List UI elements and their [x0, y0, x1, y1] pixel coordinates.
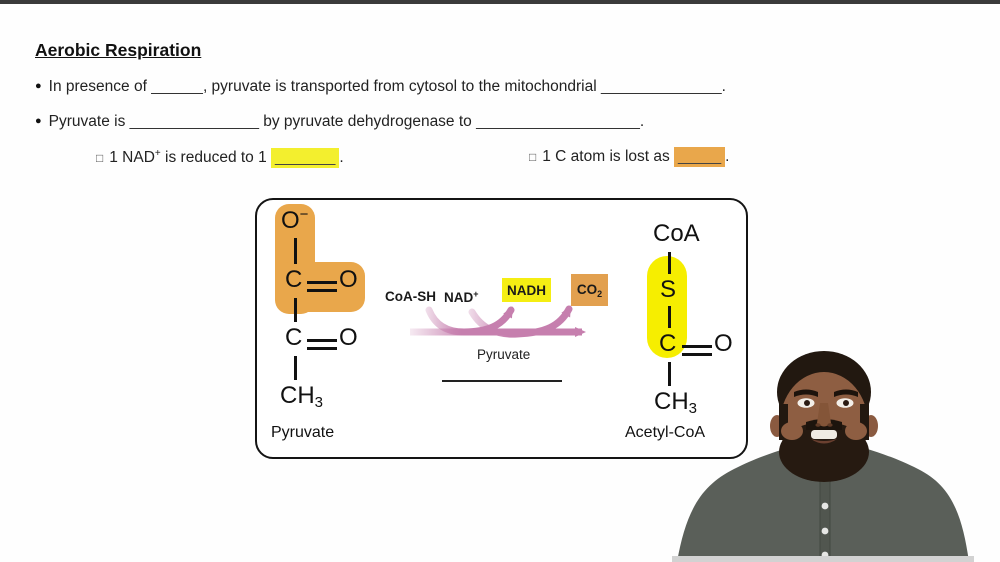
bullet1-period: .: [721, 78, 726, 95]
co2-answer-highlight: _____: [674, 147, 726, 167]
bullet2-text-pre: Pyruvate is: [48, 113, 130, 130]
subbullet-co2-pre: 1 C atom is lost as: [542, 148, 675, 165]
square-bullet-icon: □: [529, 150, 537, 164]
lower-lip: [811, 439, 837, 444]
bullet1-blank2: ______________: [600, 78, 722, 95]
double-bond: [682, 345, 712, 348]
subbullet-nadh-period: .: [339, 149, 344, 166]
nadh-product-box: NADH: [502, 278, 551, 302]
bullet-dot-icon: ●: [35, 115, 42, 127]
bullet2-text-mid: by pyruvate dehydrogenase to: [258, 113, 477, 130]
instructor-video-inset: [672, 351, 974, 562]
bond: [294, 356, 297, 380]
subbullet-co2: □ 1 C atom is lost as _____.: [529, 147, 730, 167]
cheek: [845, 422, 867, 440]
teeth: [811, 430, 837, 439]
bullet1-blank1: ______: [151, 78, 203, 95]
button-placket: [819, 477, 831, 562]
double-bond: [682, 353, 712, 356]
bond: [294, 298, 297, 322]
desk-edge: [672, 556, 974, 562]
eyebrow: [794, 389, 818, 397]
thioester-highlight: [647, 256, 687, 358]
bond: [668, 362, 671, 386]
sideburn: [779, 404, 788, 440]
bullet2-blank1: _______________: [129, 113, 259, 130]
beard: [779, 422, 869, 482]
nostril: [827, 423, 833, 427]
pyruvate-o2: O: [339, 324, 358, 351]
co2-product-box: CO2: [571, 274, 608, 306]
acetylcoa-c: C: [659, 330, 677, 357]
reaction-arrow: [410, 305, 586, 338]
pyruvate-oxidation-diagram: O− C O C O CH3 Pyruvate CoA-SH NAD+ NADH…: [255, 198, 748, 459]
shirt-button: [821, 527, 829, 535]
subbullet-nadh: □ 1 NAD+ is reduced to 1 _______.: [96, 148, 344, 168]
square-bullet-icon: □: [96, 151, 104, 165]
carboxyl-highlight: [275, 262, 365, 312]
nadh-answer-highlight: _______: [271, 148, 340, 168]
pyruvate-c1: C: [285, 266, 303, 293]
enzyme-blank-line: [442, 380, 562, 382]
acetylcoa-s: S: [660, 276, 677, 303]
bullet-dot-icon: ●: [35, 80, 42, 92]
eyebrow: [834, 389, 858, 397]
cheek: [781, 422, 803, 440]
double-bond: [307, 281, 337, 284]
acetylcoa-o: O: [714, 330, 733, 357]
nostril: [815, 423, 821, 427]
bond: [294, 238, 297, 264]
nad-plus-label: NAD+: [444, 289, 479, 305]
double-bond: [307, 289, 337, 292]
shirt-button: [821, 502, 829, 510]
pyruvate-ch3: CH3: [280, 382, 324, 411]
subbullet-co2-period: .: [725, 148, 730, 165]
pyruvate-o1: O: [339, 266, 358, 293]
double-bond: [307, 347, 337, 350]
double-bond: [307, 339, 337, 342]
bullet1-text-pre: In presence of: [48, 78, 152, 95]
pyruvate-label: Pyruvate: [271, 424, 335, 441]
pyruvate-o-minus: O−: [281, 206, 309, 234]
acetylcoa-label: Acetyl-CoA: [625, 424, 706, 441]
pyruvate-c2: C: [285, 324, 303, 351]
sideburn: [860, 404, 869, 440]
subbullet-nadh-pre: 1 NAD: [109, 149, 155, 166]
enzyme-name-pyruvate: Pyruvate: [477, 347, 531, 362]
bullet2-blank2: ___________________: [476, 113, 640, 130]
pupil: [804, 400, 810, 406]
letterbox-top-bar: [0, 0, 1000, 4]
bullet1-text-mid: , pyruvate is transported from cytosol t…: [202, 78, 601, 95]
bond: [668, 252, 671, 274]
bullet-presence-of-oxygen: ● In presence of ______, pyruvate is tran…: [35, 78, 726, 96]
acetylcoa-coa: CoA: [653, 220, 700, 247]
subbullet-nadh-mid: is reduced to 1: [160, 149, 272, 166]
page-title: Aerobic Respiration: [35, 40, 202, 60]
bullet-pyruvate-oxidized: ● Pyruvate is _______________ by pyruvate…: [35, 113, 644, 131]
acetylcoa-ch3: CH3: [654, 388, 698, 417]
pupil: [843, 400, 849, 406]
coash-label: CoA-SH: [385, 289, 436, 304]
nose: [817, 403, 831, 427]
bond: [668, 306, 671, 328]
bullet2-period: .: [639, 113, 645, 130]
nad-plus-superscript: +: [154, 148, 161, 159]
